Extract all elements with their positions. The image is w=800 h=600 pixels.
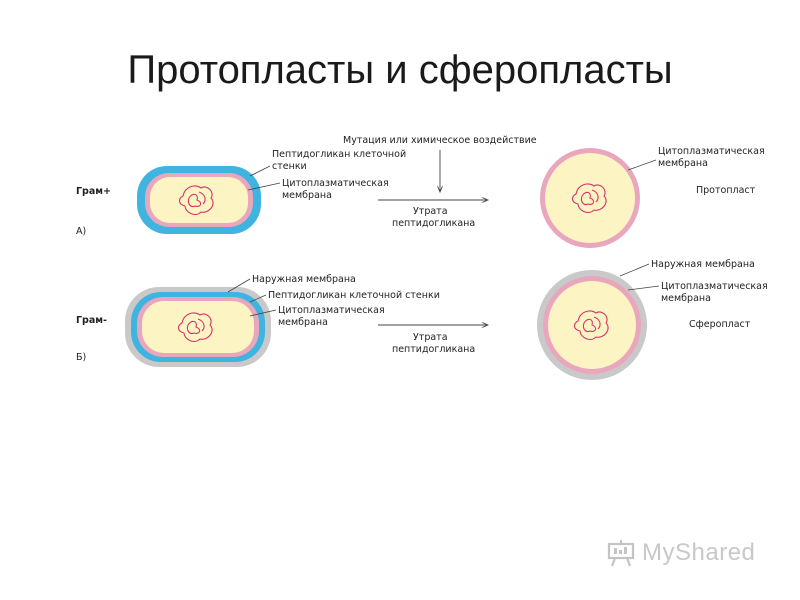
row-b-letter: Б): [76, 352, 86, 363]
spheroplast-outer-label: Наружная мембрана: [651, 259, 755, 270]
cytoplasmic-label-line2: мембрана: [282, 190, 332, 201]
cytoplasmic-label-line1: Цитоплазматическая: [282, 178, 389, 189]
slide-title: Протопласты и сферопласты: [127, 48, 673, 92]
spheroplast-cell: [537, 270, 647, 380]
outer-membrane-label: Наружная мембрана: [252, 274, 356, 285]
gram-positive-cell: [137, 166, 261, 234]
arrow-a-label-line2: пептидогликана: [392, 218, 475, 229]
watermark: MyShared: [606, 536, 776, 570]
protoplast-name: Протопласт: [696, 185, 756, 196]
cytoplasm: [150, 177, 248, 223]
presentation-board-icon: [607, 540, 635, 567]
protoplast-membrane-label-line2: мембрана: [658, 158, 708, 169]
peptidoglycan-label: Пептидогликан клеточной стенки: [268, 290, 440, 301]
row-a-letter: А): [76, 226, 86, 237]
protoplast-cell: [540, 148, 640, 248]
gram-positive-label: Грам+: [76, 186, 111, 197]
peptidoglycan-label-line2: стенки: [272, 161, 307, 172]
spheroplast-membrane-label-line1: Цитоплазматическая: [661, 281, 768, 292]
mutation-caption: Мутация или химическое воздействие: [343, 135, 537, 146]
cytoplasmic-label-line2: мембрана: [278, 317, 328, 328]
gram-negative-label: Грам-: [76, 315, 107, 326]
arrow-b-label-line2: пептидогликана: [392, 344, 475, 355]
peptidoglycan-label-line1: Пептидогликан клеточной: [272, 149, 406, 160]
cytoplasm: [142, 301, 254, 353]
gram-negative-cell: [125, 287, 271, 367]
spheroplast-membrane-label-line2: мембрана: [661, 293, 711, 304]
arrow-a-label-line1: Утрата: [413, 206, 448, 217]
cytoplasmic-label-line1: Цитоплазматическая: [278, 305, 385, 316]
watermark-text: MyShared: [642, 539, 756, 566]
arrow-b-label-line1: Утрата: [413, 332, 448, 343]
protoplast-membrane-label-line1: Цитоплазматическая: [658, 146, 765, 157]
spheroplast-name: Сферопласт: [689, 319, 751, 330]
